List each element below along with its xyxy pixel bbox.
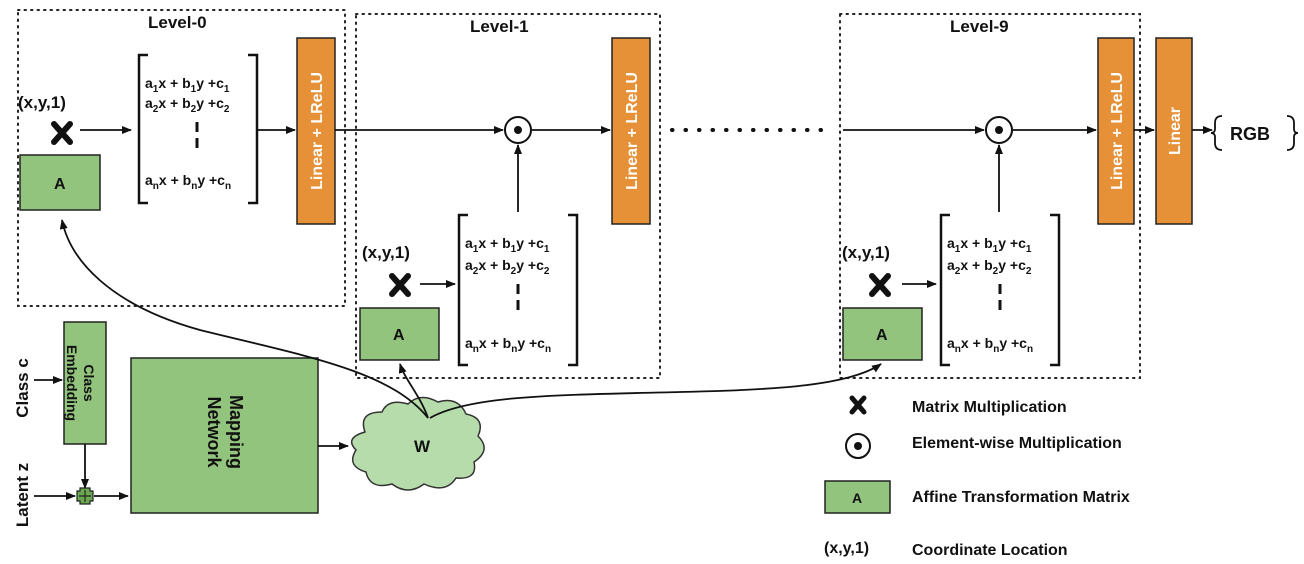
level-1-matrix: a1x + b1y +c1 a2x + b2y +c2 anx + bny +c…	[457, 213, 579, 367]
svg-text:a1x + b1y +c1: a1x + b1y +c1	[145, 75, 230, 95]
level-1-linear-lrelu-block	[611, 37, 651, 225]
legend-coord-label: Coordinate Location	[912, 542, 1068, 559]
level-0-matrix: a1x + b1y +c1 a2x + b2y +c2 anx + bny +c…	[137, 53, 259, 205]
svg-text:a1x + b1y +c1: a1x + b1y +c1	[465, 235, 550, 255]
level-1-coord-label: (x,y,1)	[362, 243, 410, 262]
w-to-level-9-affine-arrow	[429, 363, 882, 419]
level-0-matmul-icon	[51, 121, 73, 145]
level-9-odot-icon	[985, 116, 1013, 144]
w-cloud: W	[350, 396, 485, 491]
level-1-box	[355, 13, 661, 379]
w-to-level-0-affine-arrow	[59, 219, 429, 419]
level-0-linear-lrelu-label: Linear + LReLU	[309, 72, 326, 190]
legend-x-mark-icon	[849, 395, 867, 415]
plus-icon	[76, 487, 94, 505]
legend-affine-label: Affine Transformation Matrix	[912, 489, 1130, 506]
final-linear-block	[1155, 37, 1193, 225]
level-9-title: Level-9	[950, 17, 1009, 36]
svg-text:anx + bny +cn: anx + bny +cn	[947, 335, 1033, 355]
level-1-linear-lrelu-label: Linear + LReLU	[624, 72, 641, 190]
class-embedding-box	[63, 321, 107, 445]
svg-text:a2x + b2y +c2: a2x + b2y +c2	[947, 257, 1032, 277]
latent-z-label: Latent z	[13, 463, 32, 527]
level-9-affine-box	[842, 307, 923, 361]
level-9-matmul-icon	[869, 273, 891, 297]
legend: Matrix Multiplication Element-wise Multi…	[824, 395, 1130, 559]
level-9-matrix: a1x + b1y +c1 a2x + b2y +c2 anx + bny +c…	[939, 213, 1061, 367]
level-9-linear-lrelu-label: Linear + LReLU	[1109, 72, 1126, 190]
w-to-level-1-affine-arrow	[398, 363, 429, 419]
legend-elementwise-label: Element-wise Multiplication	[912, 435, 1122, 452]
level-9-affine-label: A	[876, 327, 888, 344]
class-embedding-label: ClassEmbedding	[64, 345, 97, 421]
legend-odot-icon	[845, 433, 871, 459]
w-label: W	[414, 437, 431, 456]
mapping-network-box	[130, 357, 319, 514]
svg-text:anx + bny +cn: anx + bny +cn	[465, 335, 551, 355]
svg-text:a1x + b1y +c1: a1x + b1y +c1	[947, 235, 1032, 255]
legend-coord-symbol: (x,y,1)	[824, 540, 869, 557]
level-1-matmul-icon	[389, 273, 411, 297]
legend-matmul-label: Matrix Multiplication	[912, 399, 1067, 416]
level-9-box	[839, 13, 1141, 379]
level-0-coord-label: (x,y,1)	[18, 93, 66, 112]
rgb-label: RGB	[1230, 124, 1270, 144]
level-0-affine-label: A	[54, 176, 66, 193]
level-9-linear-lrelu-block	[1097, 37, 1135, 225]
mapping-network-label: MappingNetwork	[204, 395, 246, 469]
final-linear-label: Linear	[1167, 107, 1184, 155]
svg-text:a2x + b2y +c2: a2x + b2y +c2	[145, 95, 230, 115]
class-c-label: Class c	[13, 358, 32, 418]
level-0-title: Level-0	[148, 13, 207, 32]
level-1-title: Level-1	[470, 17, 529, 36]
level-0-linear-lrelu-block	[296, 37, 336, 225]
svg-text:anx + bny +cn: anx + bny +cn	[145, 172, 231, 192]
level-1-odot-icon	[504, 116, 532, 144]
legend-affine-box-icon	[824, 480, 891, 514]
level-1-affine-label: A	[393, 327, 405, 344]
level-9-coord-label: (x,y,1)	[842, 243, 890, 262]
level-0-box	[17, 9, 346, 307]
level-1-affine-box	[359, 307, 440, 361]
legend-affine-symbol: A	[852, 490, 862, 506]
rgb-output: RGB	[1210, 115, 1299, 151]
svg-text:a2x + b2y +c2: a2x + b2y +c2	[465, 257, 550, 277]
level-0-affine-box	[19, 154, 101, 211]
